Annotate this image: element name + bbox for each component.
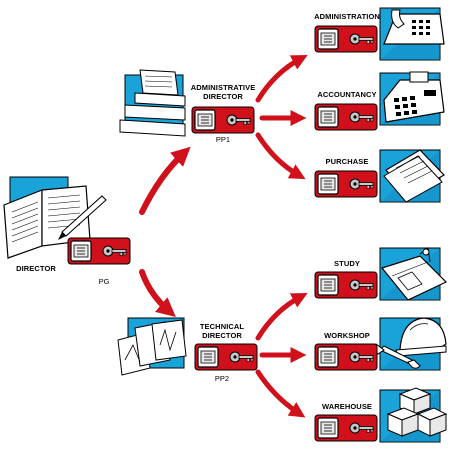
study-label: STUDY: [334, 259, 360, 268]
technical-director-code: PP2: [215, 374, 229, 383]
key-lock-icon: [314, 170, 378, 198]
administrative-director-node: ADMINISTRATIVE DIRECTOR PP1: [119, 69, 256, 144]
department-purchase: PURCHASE: [314, 149, 445, 203]
director-code: PG: [99, 277, 110, 286]
purchase-label: PURCHASE: [326, 157, 369, 166]
key-lock-icon: [67, 237, 131, 265]
warehouse-label: WAREHOUSE: [322, 402, 372, 411]
department-administration: ADMINISTRATION: [314, 7, 445, 61]
arrow-director-to-technical: [139, 269, 176, 317]
blueprint-icon: [380, 247, 448, 301]
key-lock-icon: [314, 103, 378, 131]
key-lock-icon: [314, 414, 378, 442]
admin-director-label-line1: ADMINISTRATIVE: [191, 83, 256, 92]
technical-drawings-icon: [117, 317, 187, 376]
arrow-admin-to-administration: [255, 55, 308, 103]
department-accountancy: ACCOUNTANCY: [314, 71, 445, 131]
department-workshop: WORKSHOP: [314, 317, 447, 371]
helmet-wrench-icon: [373, 317, 447, 369]
department-study: STUDY: [314, 247, 448, 301]
key-lock-icon: [314, 271, 378, 299]
department-warehouse: WAREHOUSE: [314, 387, 448, 443]
director-label: DIRECTOR: [16, 264, 56, 273]
admin-director-code: PP1: [216, 135, 230, 144]
calculator-icon: [383, 71, 445, 123]
boxes-icon: [386, 387, 448, 437]
technical-director-label-line1: TECHNICAL: [200, 322, 245, 331]
key-lock-icon: [314, 25, 378, 53]
workshop-label: WORKSHOP: [324, 331, 370, 340]
technical-director-node: TECHNICAL DIRECTOR PP2: [117, 317, 258, 383]
documents-icon: [383, 149, 445, 203]
admin-director-label-line2: DIRECTOR: [203, 92, 243, 101]
arrow-director-to-admin: [139, 146, 191, 215]
arrow-technical-to-study: [255, 293, 308, 341]
director-node: DIRECTOR PG: [3, 176, 131, 286]
arrow-admin-to-purchase: [255, 132, 306, 180]
key-lock-icon: [194, 343, 258, 371]
telephone-icon: [383, 9, 445, 45]
technical-director-label-line2: DIRECTOR: [202, 331, 242, 340]
stacked-books-icon: [119, 69, 186, 137]
accountancy-label: ACCOUNTANCY: [317, 90, 376, 99]
key-lock-icon: [314, 343, 378, 371]
arrow-technical-to-warehouse: [255, 369, 306, 418]
key-lock-icon: [191, 106, 255, 134]
administration-label: ADMINISTRATION: [314, 12, 380, 21]
